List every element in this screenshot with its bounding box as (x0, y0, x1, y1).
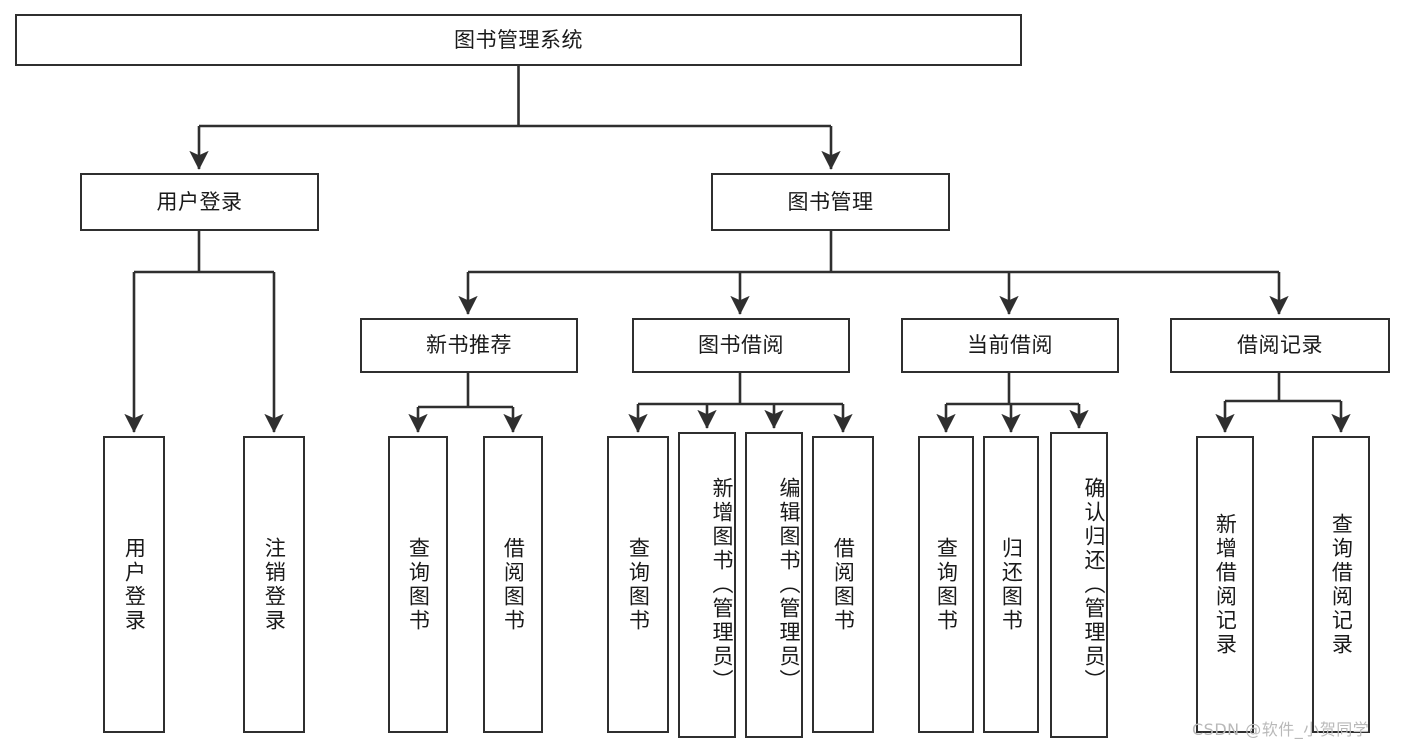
leaf-query-book-2[interactable]: 查询图书 (607, 436, 669, 733)
leaf-add-record[interactable]: 新增借阅记录 (1196, 436, 1254, 733)
leaf-logout[interactable]: 注销登录 (243, 436, 305, 733)
leaf-edit-book[interactable]: 编辑图书（管理员） (745, 432, 803, 738)
node-root[interactable]: 图书管理系统 (15, 14, 1022, 66)
node-borrow-record[interactable]: 借阅记录 (1170, 318, 1390, 373)
leaf-user-login[interactable]: 用户登录 (103, 436, 165, 733)
leaf-borrow-book-1[interactable]: 借阅图书 (483, 436, 543, 733)
leaf-query-book-3[interactable]: 查询图书 (918, 436, 974, 733)
leaf-query-book-1[interactable]: 查询图书 (388, 436, 448, 733)
leaf-add-book[interactable]: 新增图书（管理员） (678, 432, 736, 738)
node-book-borrow[interactable]: 图书借阅 (632, 318, 850, 373)
node-new-book-recommend[interactable]: 新书推荐 (360, 318, 578, 373)
node-current-borrow[interactable]: 当前借阅 (901, 318, 1119, 373)
node-user-login[interactable]: 用户登录 (80, 173, 319, 231)
leaf-return-book[interactable]: 归还图书 (983, 436, 1039, 733)
csdn-watermark: CSDN @软件_小贺同学 (1192, 720, 1370, 739)
leaf-borrow-book-2[interactable]: 借阅图书 (812, 436, 874, 733)
node-book-manage[interactable]: 图书管理 (711, 173, 950, 231)
leaf-query-record[interactable]: 查询借阅记录 (1312, 436, 1370, 733)
leaf-confirm-return[interactable]: 确认归还（管理员） (1050, 432, 1108, 738)
